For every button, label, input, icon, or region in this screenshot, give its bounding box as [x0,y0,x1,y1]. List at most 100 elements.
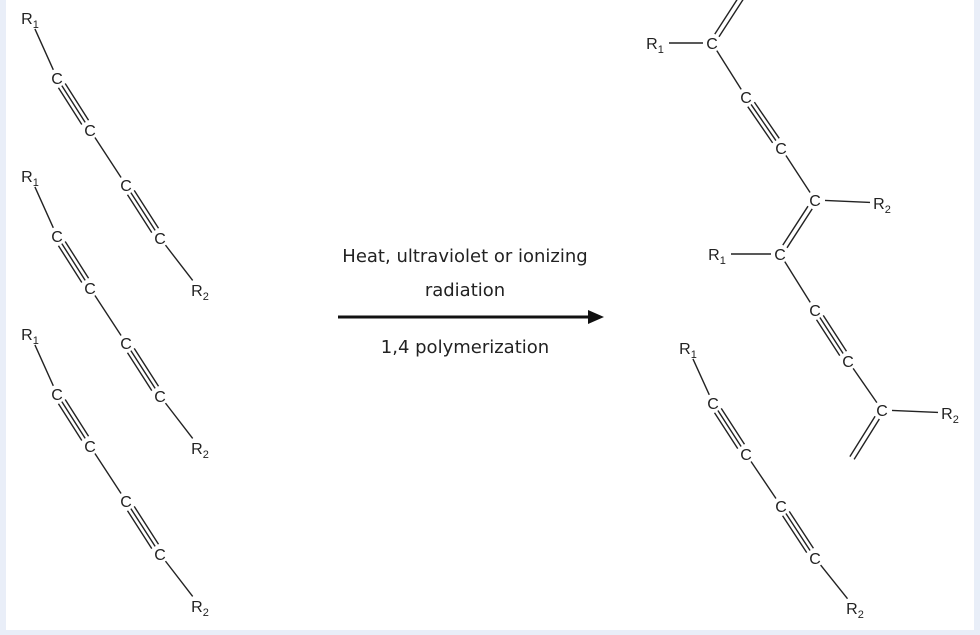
triple-bond [126,348,160,391]
bond-line [891,409,939,414]
r2-substituent: R2 [846,601,864,621]
r-letter: R [646,36,658,53]
double-bond [782,205,813,249]
subscript: 1 [658,44,664,56]
bond-line [126,510,153,549]
bond-line [788,510,815,549]
bond-line [164,402,194,439]
bond-line [133,190,160,229]
single-bond [164,244,194,281]
subscript: 2 [953,414,959,426]
carbon-atom: C [740,90,752,107]
carbon-atom: C [51,229,63,246]
carbon-atom: C [774,247,786,264]
bond-line [753,101,780,139]
bond-line [720,408,746,445]
bond-line [750,461,777,499]
carbon-atom: C [120,178,132,195]
bond-line [57,245,83,283]
bond-line [718,0,744,38]
carbon-atom: C [154,547,166,564]
carbon-atom: C [775,141,787,158]
triple-bond [126,506,160,549]
condition-line-1: Heat, ultraviolet or ionizing [342,246,587,267]
r1-substituent: R1 [21,169,39,189]
r-letter: R [191,283,203,300]
single-bond [784,261,811,303]
single-bond [94,295,122,336]
carbon-atom: C [775,499,787,516]
r2-substituent: R2 [873,196,891,216]
subscript: 2 [858,609,864,621]
bonds [34,0,939,600]
bond-line [57,87,83,125]
bond-line [130,192,156,231]
carbon-atom: C [707,396,719,413]
diagram-panel [6,0,974,630]
single-bond [852,367,878,404]
bond-line [849,415,876,458]
r2-substituent: R2 [941,406,959,426]
r1-substituent: R1 [646,36,664,56]
single-bond [94,453,122,494]
bond-line [815,319,841,356]
bond-line [130,508,156,547]
carbon-atom: C [120,336,132,353]
bond-line [64,241,90,279]
triple-bond [57,399,90,441]
bond-line [852,367,878,404]
bond-line [61,243,86,281]
carbon-atom: C [809,193,821,210]
bond-line [785,513,811,551]
condition-line-2: radiation [425,280,505,301]
bond-line [133,506,160,545]
bond-line [716,50,742,90]
carbon-atom: C [51,387,63,404]
double-bond [714,0,744,38]
bond-line [164,560,194,597]
bond-line [61,85,86,123]
carbon-atom: C [842,354,854,371]
single-bond [34,344,54,387]
arrow-head [588,310,604,324]
r2-substituent: R2 [191,441,209,461]
bond-line [819,317,844,354]
r2-substituent: R2 [191,599,209,619]
carbon-atom: C [706,36,718,53]
bond-line [164,244,194,281]
r-letter: R [191,599,203,616]
bond-line [57,403,83,441]
bond-line [750,104,777,141]
r1-substituent: R1 [21,327,39,347]
bond-line [717,410,742,447]
bond-line [820,564,849,600]
bond-line [853,418,880,460]
r-letter: R [941,406,953,423]
bond-line [786,208,813,249]
single-bond [34,28,54,71]
subscript: 1 [33,19,39,31]
bond-line [34,28,54,71]
single-bond [716,50,742,90]
carbon-atom: C [120,494,132,511]
carbon-atom: C [154,389,166,406]
double-bond [849,415,880,460]
single-bond [824,199,871,204]
bond-line [94,453,122,494]
r2-substituent: R2 [191,283,209,303]
bond-line [133,348,160,387]
triple-bond [57,83,90,125]
bond-line [94,137,122,178]
bond-line [126,194,153,233]
subscript: 1 [33,177,39,189]
triple-bond [126,190,160,233]
single-bond [785,155,811,193]
triple-bond [815,315,848,356]
triple-bond [747,101,780,144]
carbon-atom: C [51,71,63,88]
bond-line [713,412,739,449]
r-letter: R [846,601,858,618]
bond-line [747,106,774,144]
single-bond [750,461,777,499]
